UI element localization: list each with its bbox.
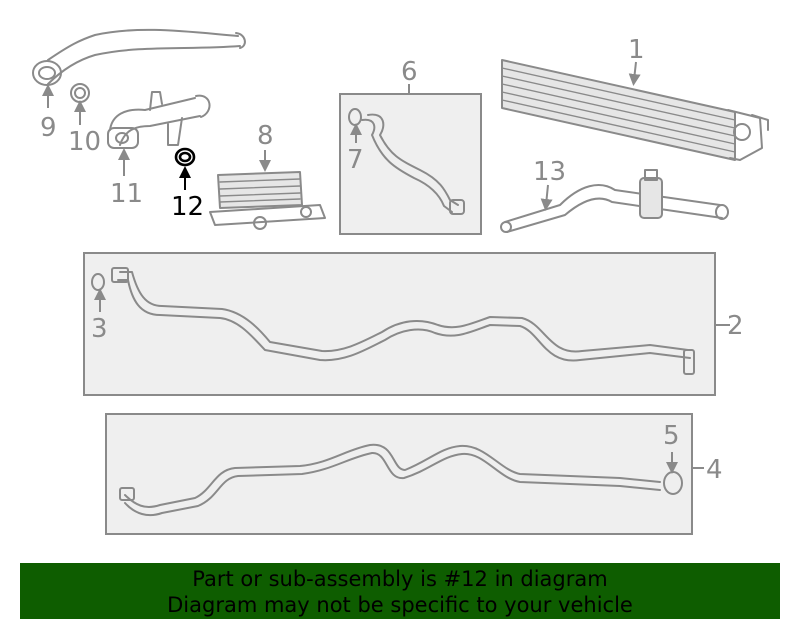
- part-9-hose: [32, 28, 246, 86]
- part-12-o-ring: [174, 147, 196, 167]
- banner-line-1: Part or sub-assembly is #12 in diagram: [192, 567, 608, 591]
- part-10-ring: [70, 83, 90, 103]
- callout-12: 12: [171, 192, 204, 222]
- part-8-oil-cooler: [209, 171, 326, 230]
- callout-5: 5: [663, 421, 680, 451]
- callout-1: 1: [628, 35, 645, 65]
- callout-13: 13: [533, 157, 566, 187]
- callout-3: 3: [91, 314, 108, 344]
- info-banner: Part or sub-assembly is #12 in diagram D…: [20, 563, 780, 619]
- part-1-cooler: [501, 59, 769, 161]
- callout-11: 11: [110, 179, 143, 209]
- callout-2: 2: [727, 311, 744, 341]
- part-13-hose: [500, 169, 729, 233]
- part-11-pipe: [107, 91, 211, 149]
- banner-line-2: Diagram may not be specific to your vehi…: [167, 593, 633, 617]
- callout-10: 10: [68, 127, 101, 157]
- parts-diagram: 1 2 3 4 5 6 7 8 9 10 11 12 13: [32, 28, 769, 535]
- callout-labels: 1 2 3 4 5 6 7 8 9 10 11 12 13: [40, 35, 744, 485]
- callout-4: 4: [706, 455, 723, 485]
- part-6-box: [339, 93, 482, 235]
- callout-8: 8: [257, 121, 274, 151]
- part-2-box: [83, 252, 716, 396]
- callout-7: 7: [347, 145, 364, 175]
- callout-leaders: [42, 61, 730, 474]
- part-4-box: [105, 413, 693, 535]
- callout-9: 9: [40, 113, 57, 143]
- callout-6: 6: [401, 57, 418, 87]
